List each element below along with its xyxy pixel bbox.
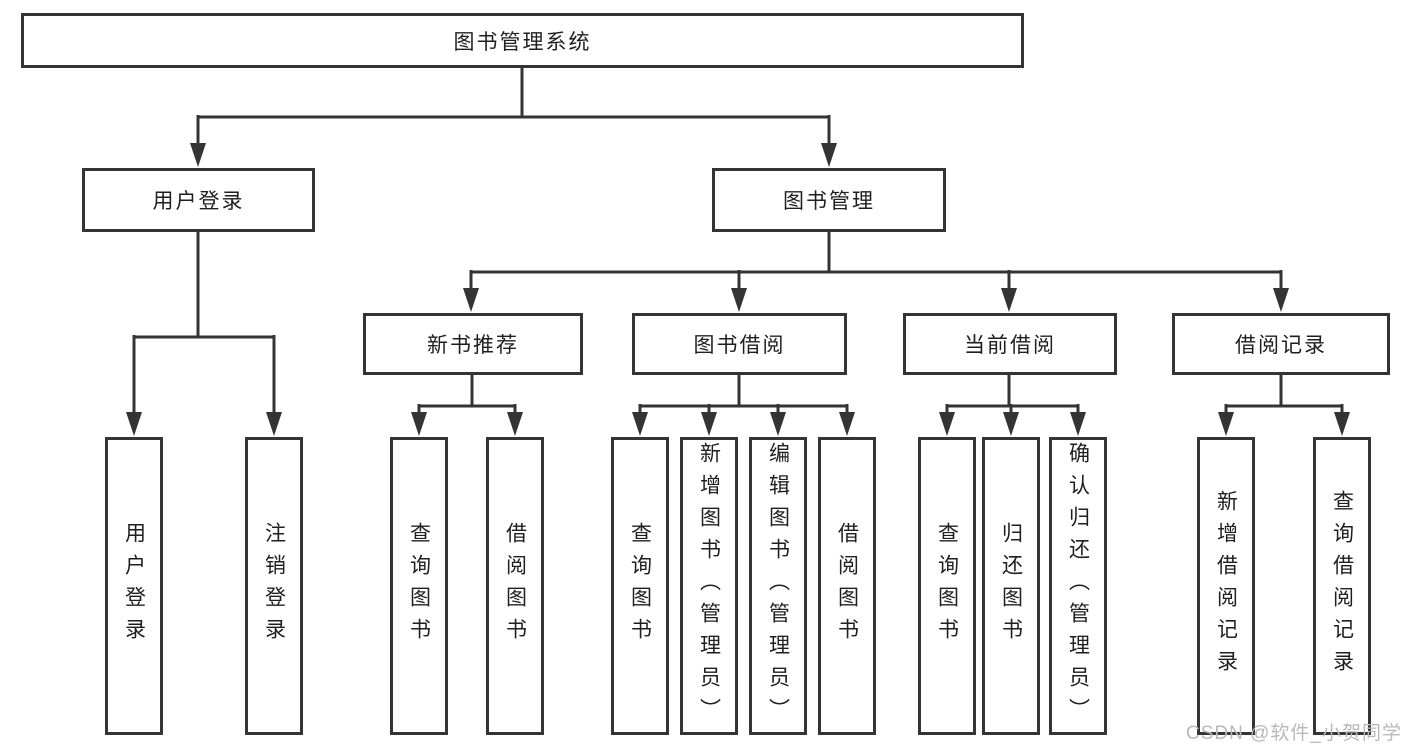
leaf-query-borrow-record: 查询借阅记录 — [1313, 437, 1371, 735]
leaf-query-books: 查询图书 — [918, 437, 976, 735]
leaf-label: 新增借阅记录 — [1214, 490, 1238, 682]
node-label: 用户登录 — [152, 190, 245, 213]
leaf-logout: 注销登录 — [245, 437, 303, 735]
arrow-down-icon — [266, 412, 282, 436]
arrow-down-icon — [1273, 288, 1289, 312]
arrow-down-icons — [126, 143, 1350, 436]
node-label: 借阅记录 — [1235, 334, 1327, 357]
leaf-user-login: 用户登录 — [105, 437, 163, 735]
node-label: 当前借阅 — [964, 334, 1056, 357]
leaf-add-books-admin: 新增图书（管理员） — [680, 437, 738, 735]
node-library-system: 图书管理系统 — [21, 13, 1024, 68]
node-label: 图书管理系统 — [453, 30, 592, 54]
arrow-down-icon — [632, 412, 648, 436]
arrow-down-icon — [126, 412, 142, 436]
arrow-down-icon — [1003, 412, 1019, 436]
arrow-down-icon — [701, 412, 717, 436]
node-label: 新书推荐 — [427, 334, 519, 357]
leaf-label: 查询图书 — [628, 522, 652, 650]
arrow-down-icon — [939, 412, 955, 436]
leaf-label: 确认归还（管理员） — [1066, 442, 1090, 730]
node-user-login: 用户登录 — [82, 168, 315, 232]
leaf-label: 查询图书 — [935, 522, 959, 650]
arrow-down-icon — [1070, 412, 1086, 436]
arrow-down-icon — [507, 412, 523, 436]
arrow-down-icon — [770, 412, 786, 436]
node-label: 图书借阅 — [693, 334, 786, 357]
node-current-borrowing: 当前借阅 — [903, 313, 1117, 375]
leaf-return-books: 归还图书 — [982, 437, 1040, 735]
leaf-query-books: 查询图书 — [611, 437, 669, 735]
node-book-borrowing: 图书借阅 — [632, 313, 847, 375]
leaf-label: 查询借阅记录 — [1330, 490, 1354, 682]
csdn-watermark: CSDN @软件_小贺同学 — [1186, 723, 1402, 744]
leaf-confirm-return-admin: 确认归还（管理员） — [1049, 437, 1107, 735]
leaf-label: 借阅图书 — [503, 522, 527, 650]
node-new-book-recommend: 新书推荐 — [363, 313, 583, 375]
arrow-down-icon — [1334, 412, 1350, 436]
leaf-label: 编辑图书（管理员） — [766, 442, 790, 730]
node-borrowing-records: 借阅记录 — [1172, 313, 1390, 375]
leaf-label: 借阅图书 — [835, 522, 859, 650]
node-label: 图书管理 — [783, 190, 875, 213]
leaf-label: 查询图书 — [407, 522, 431, 650]
leaf-borrow-books: 借阅图书 — [486, 437, 544, 735]
arrow-down-icon — [190, 143, 206, 167]
arrow-down-icon — [839, 412, 855, 436]
arrow-down-icon — [1218, 412, 1234, 436]
leaf-label: 注销登录 — [262, 522, 286, 650]
arrow-down-icon — [731, 288, 747, 312]
arrow-down-icon — [463, 288, 479, 312]
leaf-borrow-books: 借阅图书 — [818, 437, 876, 735]
leaf-query-books: 查询图书 — [390, 437, 448, 735]
arrow-down-icon — [411, 412, 427, 436]
node-book-management: 图书管理 — [712, 168, 946, 232]
leaf-label: 用户登录 — [122, 522, 146, 650]
leaf-label: 新增图书（管理员） — [697, 442, 721, 730]
arrow-down-icon — [821, 143, 837, 167]
leaf-add-borrow-record: 新增借阅记录 — [1197, 437, 1255, 735]
leaf-edit-books-admin: 编辑图书（管理员） — [749, 437, 807, 735]
arrow-down-icon — [1001, 288, 1017, 312]
leaf-label: 归还图书 — [999, 522, 1023, 650]
